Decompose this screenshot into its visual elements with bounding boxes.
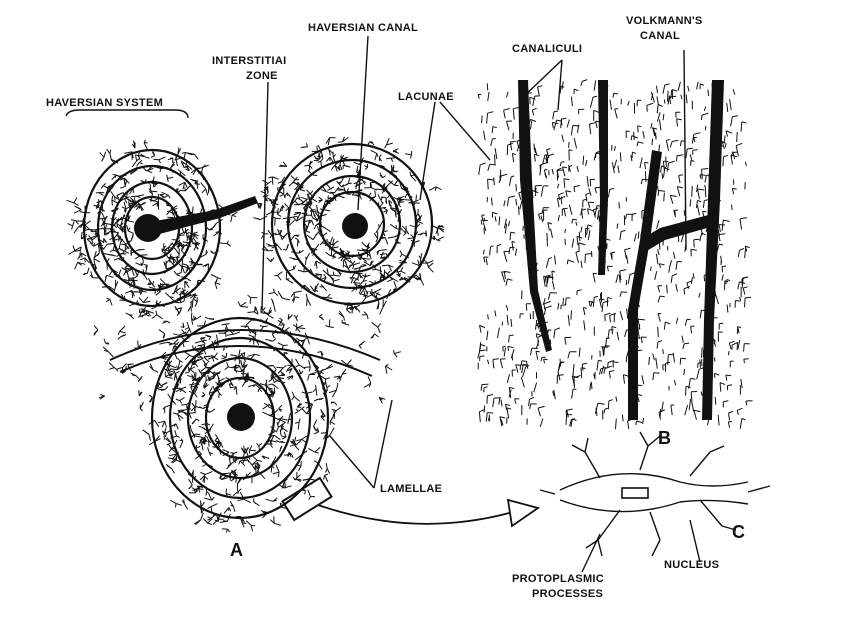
arrow-head — [506, 498, 541, 528]
lacunae-texture — [66, 79, 753, 533]
label-interstitial-zone-2: ZONE — [246, 70, 278, 82]
label-haversian-canal: HAVERSIAN CANAL — [308, 22, 418, 34]
haversian-canal-bottom — [227, 403, 255, 431]
label-canaliculi: CANALICULI — [512, 43, 582, 55]
label-volkmanns-canal-1: VOLKMANN'S — [626, 15, 703, 27]
leader-lines — [65, 35, 701, 573]
panel-label-b: B — [658, 428, 671, 448]
label-haversian-system: HAVERSIAN SYSTEM — [46, 97, 163, 109]
panel-label-c: C — [732, 522, 745, 542]
interstitial-lamellae — [109, 329, 381, 377]
callout-arrow — [317, 504, 521, 525]
label-interstitial-zone-1: INTERSTITIAI — [212, 55, 287, 67]
longitudinal-canals — [518, 80, 724, 420]
canal-branch — [150, 196, 258, 236]
label-protoplasmic-1: PROTOPLASMIC — [512, 573, 604, 585]
haversian-system-right — [270, 142, 434, 306]
label-nucleus: NUCLEUS — [664, 559, 719, 571]
panel-label-a: A — [230, 540, 243, 560]
callout-box — [281, 476, 333, 522]
osteocyte — [539, 431, 771, 557]
nucleus-shape — [621, 487, 649, 499]
label-lacunae: LACUNAE — [398, 91, 454, 103]
haversian-canal-right — [342, 213, 368, 239]
haversian-system-bottom — [150, 316, 330, 520]
label-volkmanns-canal-2: CANAL — [640, 30, 680, 42]
label-protoplasmic-2: PROCESSES — [532, 588, 603, 600]
label-lamellae: LAMELLAE — [380, 483, 442, 495]
